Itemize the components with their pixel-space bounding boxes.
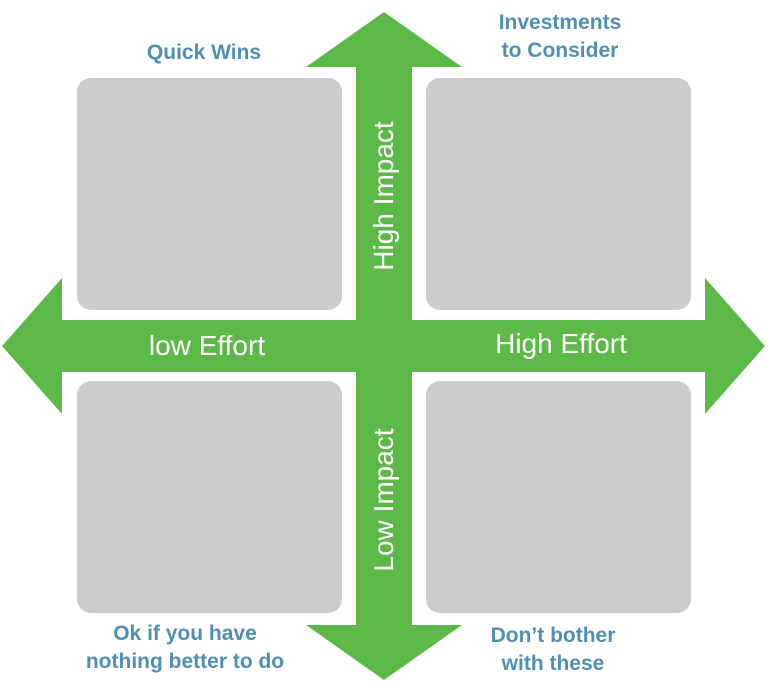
quadrant-label-line: Investments <box>498 11 622 34</box>
quadrant-label-line: Don’t bother <box>490 624 616 647</box>
quadrant-label-line: nothing better to do <box>85 650 285 673</box>
horizontal-arrow-shaft <box>56 320 712 372</box>
arrow-head-right <box>705 278 765 414</box>
arrow-head-down <box>306 625 462 680</box>
quadrant-box-bottom-right <box>426 381 691 613</box>
quadrant-label-bottom-left: Ok if you have nothing better to do <box>60 620 310 676</box>
quadrant-label-line: with these <box>501 652 605 675</box>
quadrant-label-top-right: Investments to Consider <box>445 9 675 65</box>
arrow-head-left <box>2 278 62 414</box>
axis-label-high-effort: High Effort <box>495 328 627 359</box>
quadrant-box-bottom-left <box>77 381 342 613</box>
quadrant-box-top-left <box>77 78 342 310</box>
quadrant-label-line: to Consider <box>501 39 619 62</box>
quadrant-label-line: Quick Wins <box>146 41 262 64</box>
quadrant-box-top-right <box>426 78 691 310</box>
axis-label-high-impact: High Impact <box>368 121 399 271</box>
quadrant-label-top-left: Quick Wins <box>104 39 304 67</box>
quadrant-label-line: Ok if you have <box>113 622 257 645</box>
axis-label-low-effort: low Effort <box>148 330 266 361</box>
quadrant-label-bottom-right: Don’t bother with these <box>438 622 668 678</box>
axis-label-low-impact: Low Impact <box>368 428 399 572</box>
arrow-head-up <box>306 12 462 67</box>
